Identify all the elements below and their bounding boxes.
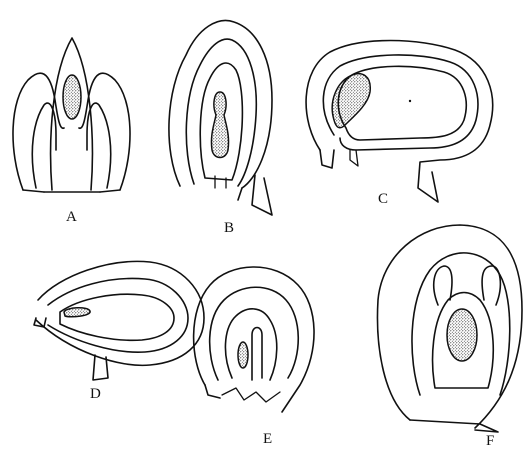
ovule-a	[13, 38, 130, 192]
ovule-f-embryo-sac	[447, 309, 477, 361]
ovule-d-embryo-sac	[64, 308, 90, 317]
ovule-e-inner-integument	[210, 287, 299, 380]
ovule-e-embryo-sac	[238, 342, 248, 368]
ovule-e	[194, 267, 314, 412]
label-b: B	[224, 221, 234, 236]
ovule-b-embryo-sac	[211, 92, 228, 158]
ovule-d-outer-integument	[36, 261, 204, 365]
ovule-c	[306, 41, 493, 203]
ovule-e-outer-integument	[194, 267, 314, 412]
ovule-f-funicle	[410, 420, 498, 432]
ovule-f	[377, 225, 522, 432]
label-a: A	[66, 210, 77, 225]
label-e: E	[263, 432, 272, 447]
ovule-d	[34, 261, 204, 380]
ovule-c-embryo-sac	[332, 74, 370, 128]
ovule-b-funicle	[238, 175, 272, 215]
ovule-e-nucellus	[225, 309, 276, 380]
ovule-a-embryo-sac	[63, 75, 81, 119]
ovule-d-funicle	[93, 355, 108, 380]
label-f: F	[486, 434, 494, 449]
ovule-e-funicle	[222, 388, 280, 402]
label-d: D	[90, 387, 101, 402]
label-c: C	[378, 192, 388, 207]
ovule-b	[169, 20, 272, 215]
